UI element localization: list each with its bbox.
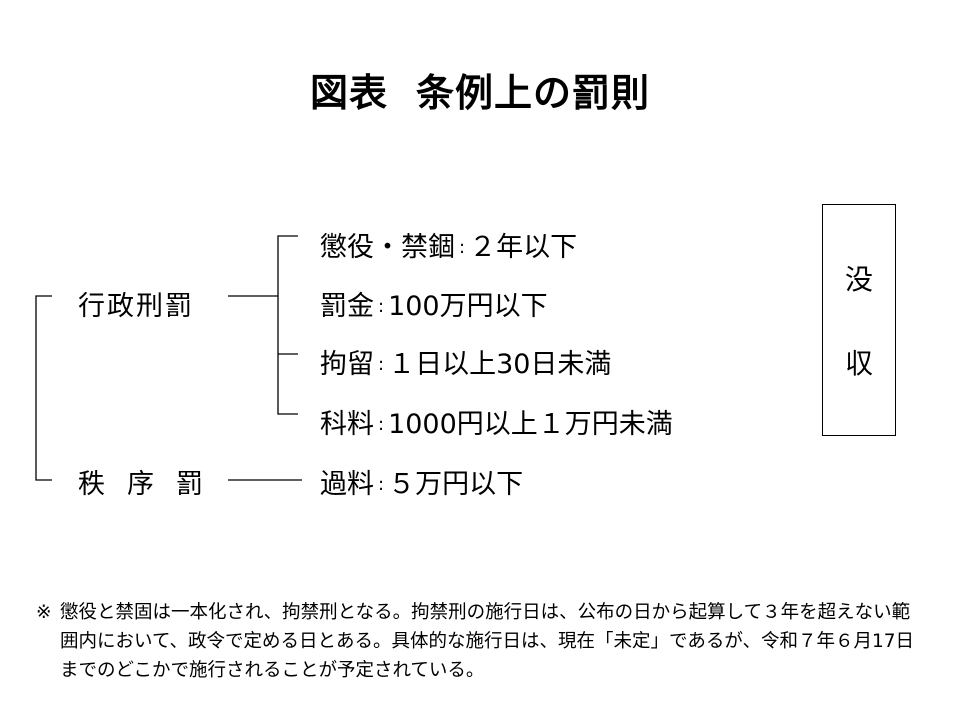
penalty-detail: 100万円以下 [388,291,548,322]
footnote-mark: ※ [36,602,52,623]
penalty-name: 過料 [320,469,374,500]
category-administrative-penalty: 行政刑罰 [78,291,194,322]
penalty-name: 科料 [320,409,374,440]
footnote: ※ 懲役と禁固は一本化され、拘禁刑となる。拘禁刑の施行日は、公布の日から起算して… [36,598,926,685]
confiscation-box: 没 収 [822,204,896,436]
penalty-detail: ５万円以下 [388,469,524,500]
footnote-text: 懲役と禁固は一本化され、拘禁刑となる。拘禁刑の施行日は、公布の日から起算して３年… [60,602,915,681]
title-heading: 条例上の罰則 [416,71,651,115]
penalty-item-petty-fine: 科料:1000円以上１万円未満 [320,402,673,441]
penalty-separator: : [378,414,385,435]
penalty-item-non-penal-fine: 過料:５万円以下 [320,462,523,501]
category-order-penalty: 秩序罰 [78,469,225,500]
penalty-detail: 1000円以上１万円未満 [388,409,673,440]
outer-bracket-line [35,295,52,481]
penalty-item-imprisonment: 懲役・禁錮:２年以下 [320,225,577,264]
penalty-name: 懲役・禁錮 [320,232,455,263]
penalty-item-detention: 拘留:１日以上30日未満 [320,342,611,381]
confiscation-char-1: 没 [844,263,873,296]
penalty-detail: １日以上30日未満 [388,349,612,380]
penalty-name: 拘留 [320,349,374,380]
penalty-separator: : [378,354,385,375]
penalty-separator: : [459,237,466,258]
penalty-item-fine: 罰金:100万円以下 [320,284,548,323]
title-label: 図表 [309,71,388,115]
confiscation-char-2: 収 [844,347,873,380]
penalty-separator: : [378,296,385,317]
page-title: 図表条例上の罰則 [0,62,960,117]
penalty-separator: : [378,474,385,495]
admin-branch-bracket [277,235,298,415]
penalty-name: 罰金 [320,291,374,322]
penalty-detail: ２年以下 [469,232,578,263]
